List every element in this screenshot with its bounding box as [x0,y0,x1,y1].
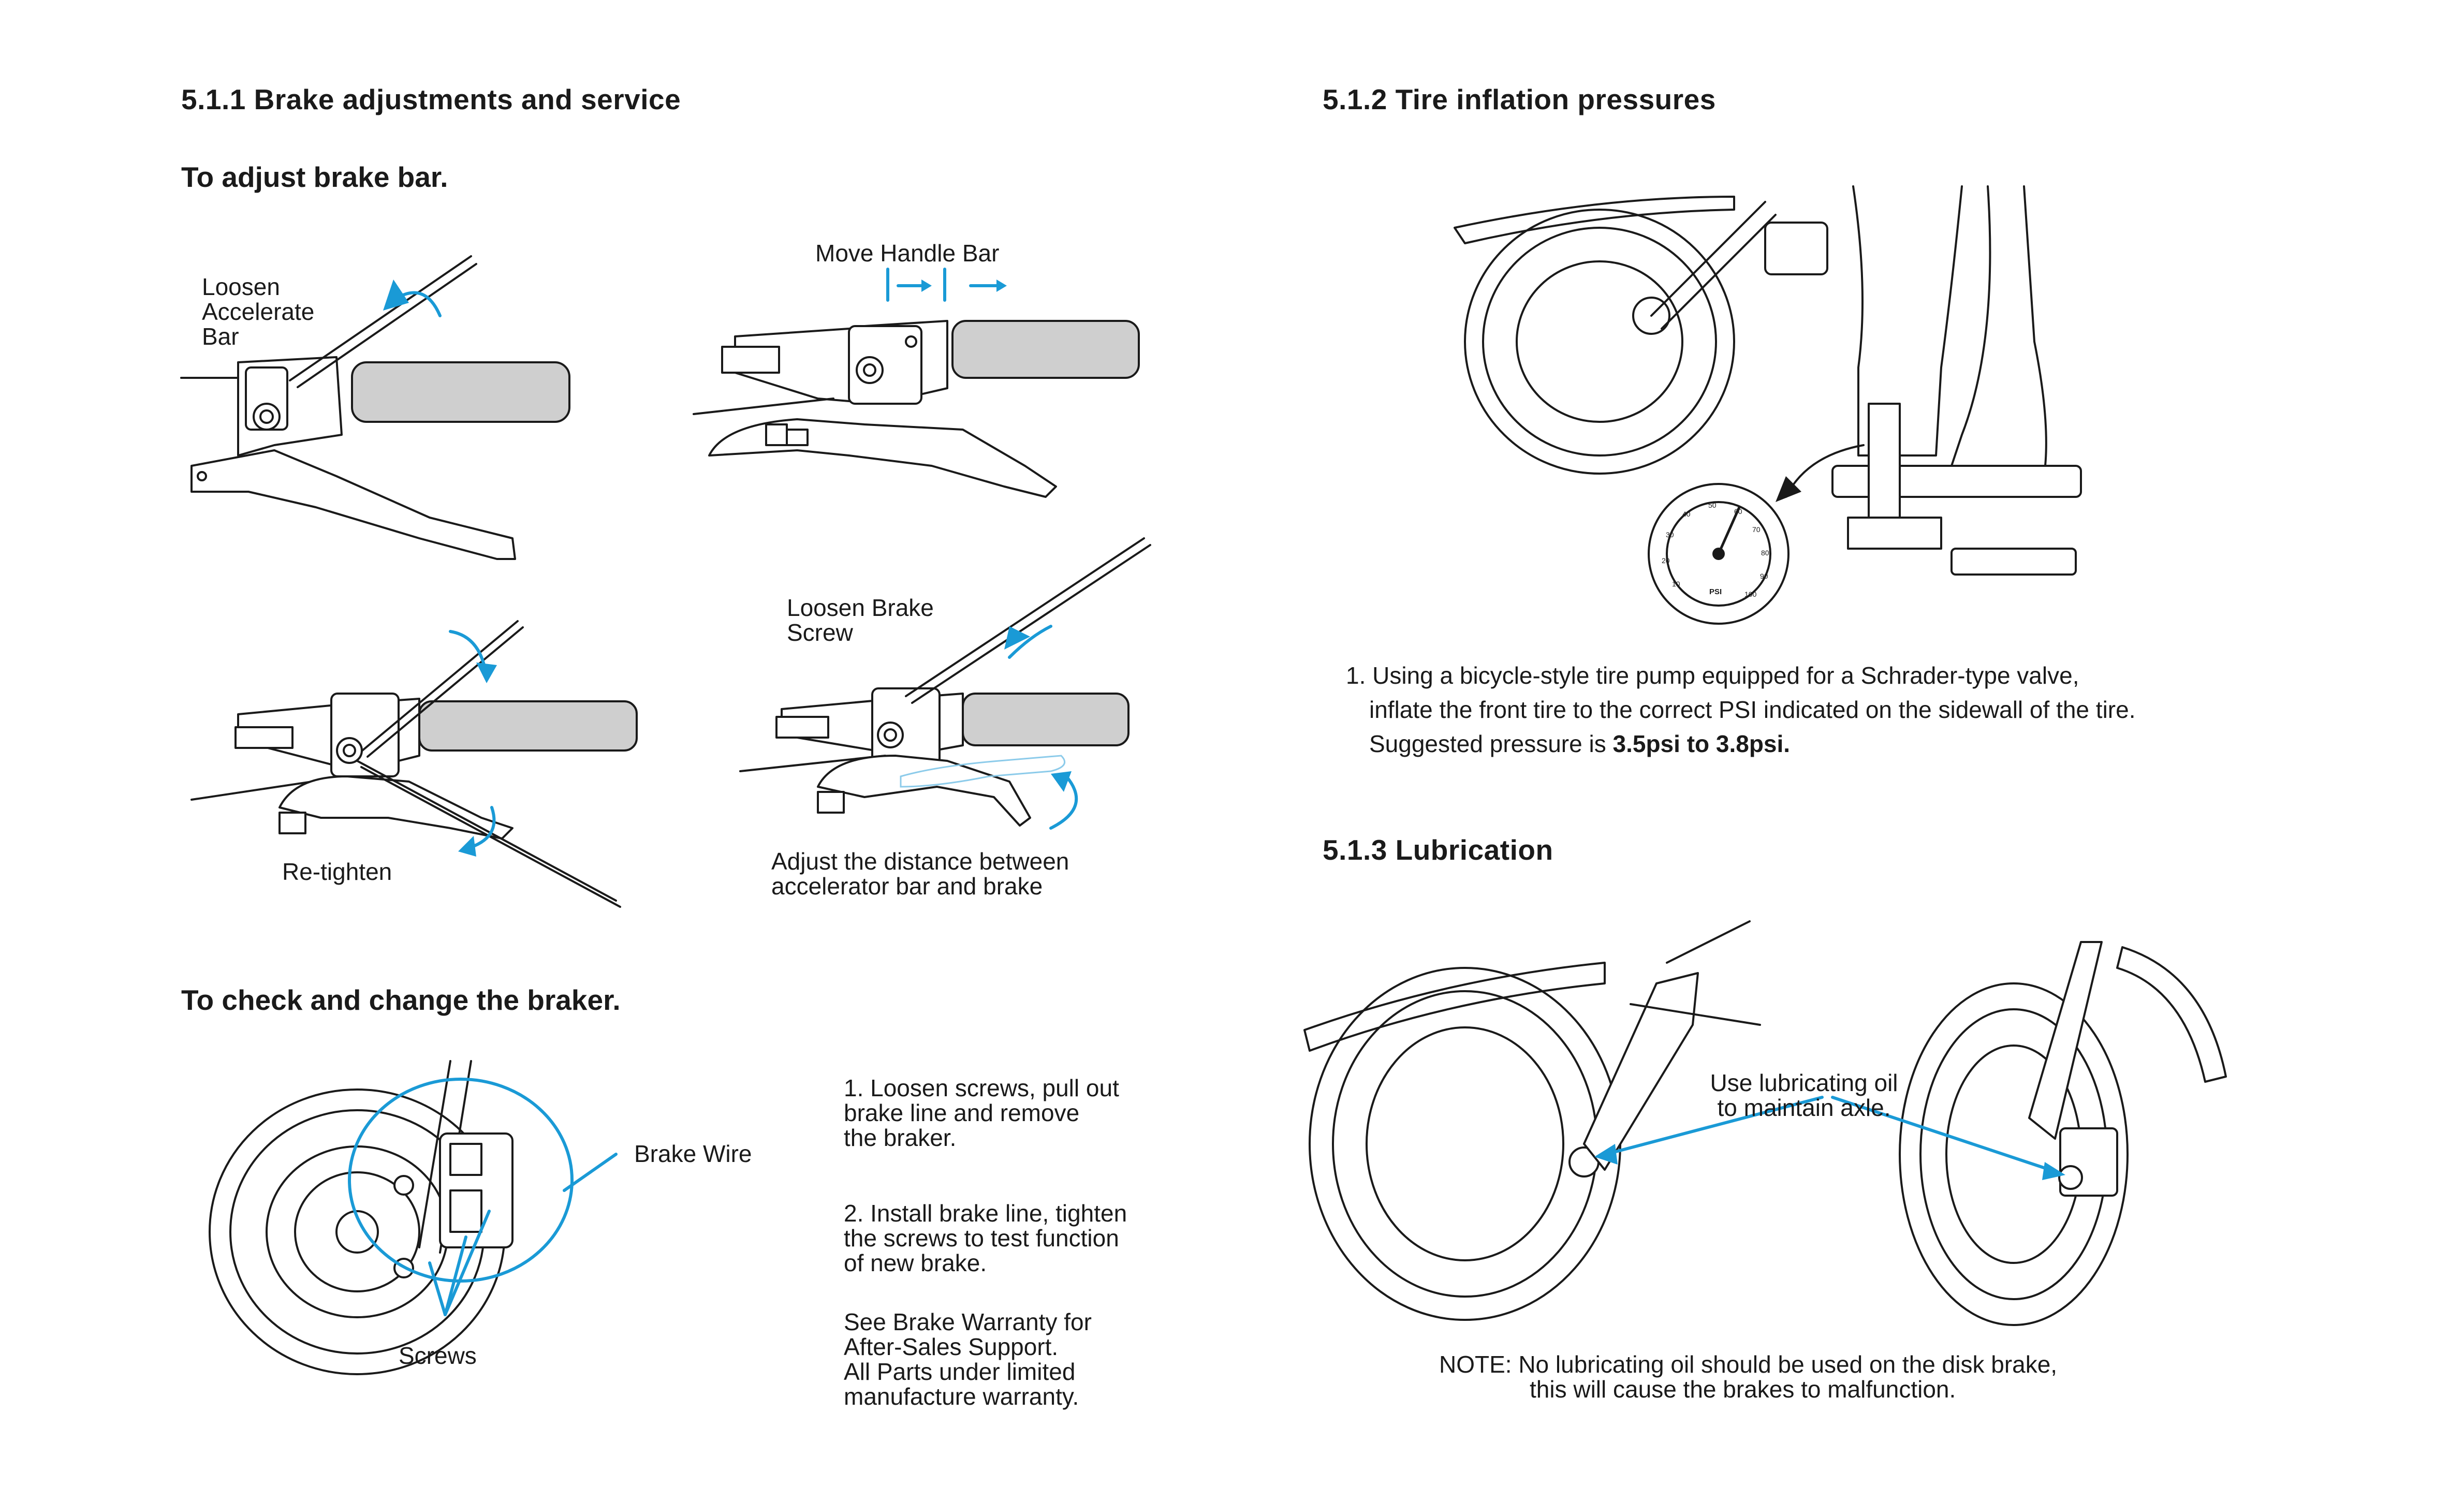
gauge-tick-90: 90 [1760,572,1768,580]
pressure-gauge [1646,481,1791,626]
note-line-1: NOTE: No lubricating oil should be used … [1439,1351,2058,1378]
screws-label: Screws [399,1342,477,1369]
inflation-line-3: Suggested pressure is 3.5psi to 3.8psi. [1369,727,1790,761]
gauge-tick-70: 70 [1752,525,1761,534]
gauge-tick-60: 60 [1734,507,1742,516]
gauge-tick-50: 50 [1708,501,1717,509]
handlebar-move-illustration [694,269,1139,502]
gauge-tick-30: 30 [1666,531,1674,539]
gauge-unit: PSI [1709,587,1722,596]
step-2-text: 2. Install brake line, tighten the screw… [844,1200,1127,1276]
handlebar-retighten-illustration [192,621,637,911]
gauge-tick-40: 40 [1682,510,1691,518]
retighten-label: Re-tighten [282,858,392,885]
move-handle-label: Move Handle Bar [815,240,1000,267]
section-heading-brake: 5.1.1 Brake adjustments and service [181,83,681,115]
pressure-gauge-labels: PSI 10 20 30 40 50 60 70 80 90 100 [1646,481,1791,626]
gauge-tick-20: 20 [1662,556,1670,565]
tire-pump-illustration [1444,186,2138,611]
gauge-tick-80: 80 [1761,549,1769,557]
check-brake-title: To check and change the braker. [181,984,621,1016]
section-heading-lubrication: 5.1.3 Lubrication [1323,834,1553,866]
note-line-2: this will cause the brakes to malfunctio… [1530,1376,1956,1403]
inflation-line-1: 1. Using a bicycle-style tire pump equip… [1346,662,2079,689]
adjust-brake-title: To adjust brake bar. [181,161,448,193]
step-1-text: 1. Loosen screws, pull out brake line an… [844,1075,1119,1151]
handlebar-loosen-illustration [181,248,595,569]
gauge-tick-10: 10 [1672,580,1680,588]
inflation-line-3-prefix: Suggested pressure is [1369,730,1613,757]
warranty-text: See Brake Warranty for After-Sales Suppo… [844,1308,1092,1410]
lubrication-illustration [1294,921,2247,1341]
suggested-pressure: 3.5psi to 3.8psi. [1612,730,1791,757]
adjust-distance-label: Adjust the distance between accelerator … [771,848,1069,900]
brake-caliper-illustration [207,1061,787,1382]
handlebar-brake-screw-illustration [740,538,1134,849]
loosen-accelerate-label: Loosen Accelerate Bar [202,273,315,350]
lube-axle-label: Use lubricating oil to maintain axle. [1710,1069,1898,1121]
brake-wire-label: Brake Wire [634,1140,752,1167]
section-heading-tire: 5.1.2 Tire inflation pressures [1323,83,1716,115]
gauge-tick-100: 100 [1744,590,1757,598]
loosen-brake-screw-label: Loosen Brake Screw [787,594,934,646]
inflation-line-2: inflate the front tire to the correct PS… [1369,696,2136,723]
